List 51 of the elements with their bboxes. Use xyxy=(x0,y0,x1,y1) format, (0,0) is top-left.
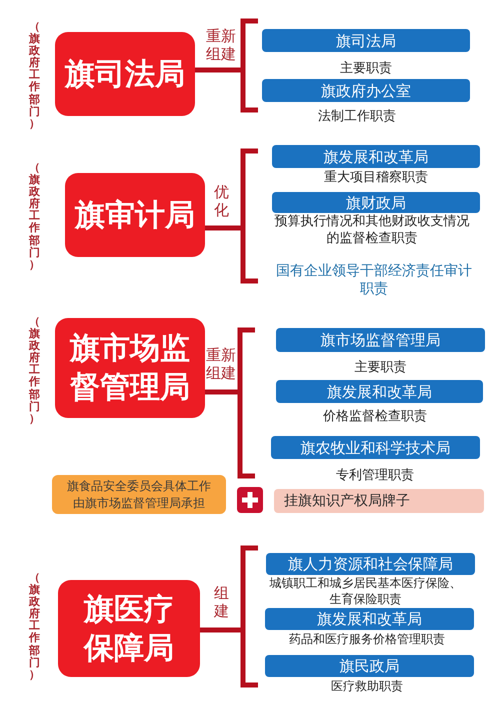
duty-text: 法制工作职责 xyxy=(317,109,397,126)
action-label: 组建 xyxy=(214,584,230,620)
duty-text: 主要职责 xyxy=(354,360,408,377)
duty-text: 专利管理职责 xyxy=(335,468,415,485)
note-text: 旗食品安全委员会具体工作由旗市场监督管理局承担 xyxy=(66,478,212,511)
note-bar xyxy=(274,489,484,513)
department-name: 旗农牧业和科学技术局 xyxy=(300,438,450,456)
department-bar xyxy=(262,79,470,102)
department-name: 旗发展和改革局 xyxy=(317,610,422,628)
department-box xyxy=(58,580,200,677)
department-bar xyxy=(262,29,470,52)
duty-text: 预算执行情况和其他财政收支情况的监督检查职责 xyxy=(274,214,470,248)
department-name: 旗发展和改革局 xyxy=(324,148,428,166)
duty-text: 重大项目稽察职责 xyxy=(323,170,429,187)
department-bar xyxy=(276,328,485,352)
action-label: 优化 xyxy=(214,183,230,219)
department-name: 旗司法局 xyxy=(65,56,185,94)
department-bar xyxy=(272,145,480,168)
category-label: （旗政府工作部门） xyxy=(29,162,40,271)
action-label: 重新组建 xyxy=(206,346,237,382)
department-bar xyxy=(265,608,474,630)
department-box xyxy=(65,173,205,257)
department-name: 旗审计局 xyxy=(75,196,195,234)
department-name: 旗市场监督管理局 xyxy=(320,331,440,349)
department-name: 旗市场监督管理局 xyxy=(70,330,190,407)
category-label: （旗政府工作部门） xyxy=(29,316,40,425)
category-label: （旗政府工作部门） xyxy=(29,572,40,681)
category-label: （旗政府工作部门） xyxy=(29,21,40,130)
department-box xyxy=(55,32,195,116)
department-name: 旗民政局 xyxy=(340,657,400,675)
department-bar xyxy=(271,436,480,459)
department-name: 旗发展和改革局 xyxy=(327,382,432,400)
duty-text: 药品和医疗服务价格管理职责 xyxy=(288,632,446,648)
duty-text: 城镇职工和城乡居民基本医疗保险、生育保险职责 xyxy=(268,576,462,608)
department-name: 旗政府办公室 xyxy=(321,82,411,100)
note-text: 挂旗知识产权局牌子 xyxy=(284,492,410,510)
department-bar xyxy=(276,380,483,403)
duty-text: 主要职责 xyxy=(339,61,393,78)
duty-text: 医疗救助职责 xyxy=(330,679,404,695)
department-bar xyxy=(265,655,474,677)
department-box xyxy=(55,318,205,418)
department-name: 旗财政局 xyxy=(346,194,406,212)
note-box xyxy=(52,475,226,514)
duty-text: 价格监督检查职责 xyxy=(322,409,428,426)
action-label: 重新组建 xyxy=(206,27,237,63)
department-name: 旗医疗保障局 xyxy=(84,590,174,668)
department-bar xyxy=(266,553,475,575)
department-name: 旗人力资源和社会保障局 xyxy=(288,555,453,573)
department-name: 旗司法局 xyxy=(336,32,396,50)
department-bar xyxy=(272,192,480,213)
duty-text: 国有企业领导干部经济责任审计职责 xyxy=(275,262,473,298)
